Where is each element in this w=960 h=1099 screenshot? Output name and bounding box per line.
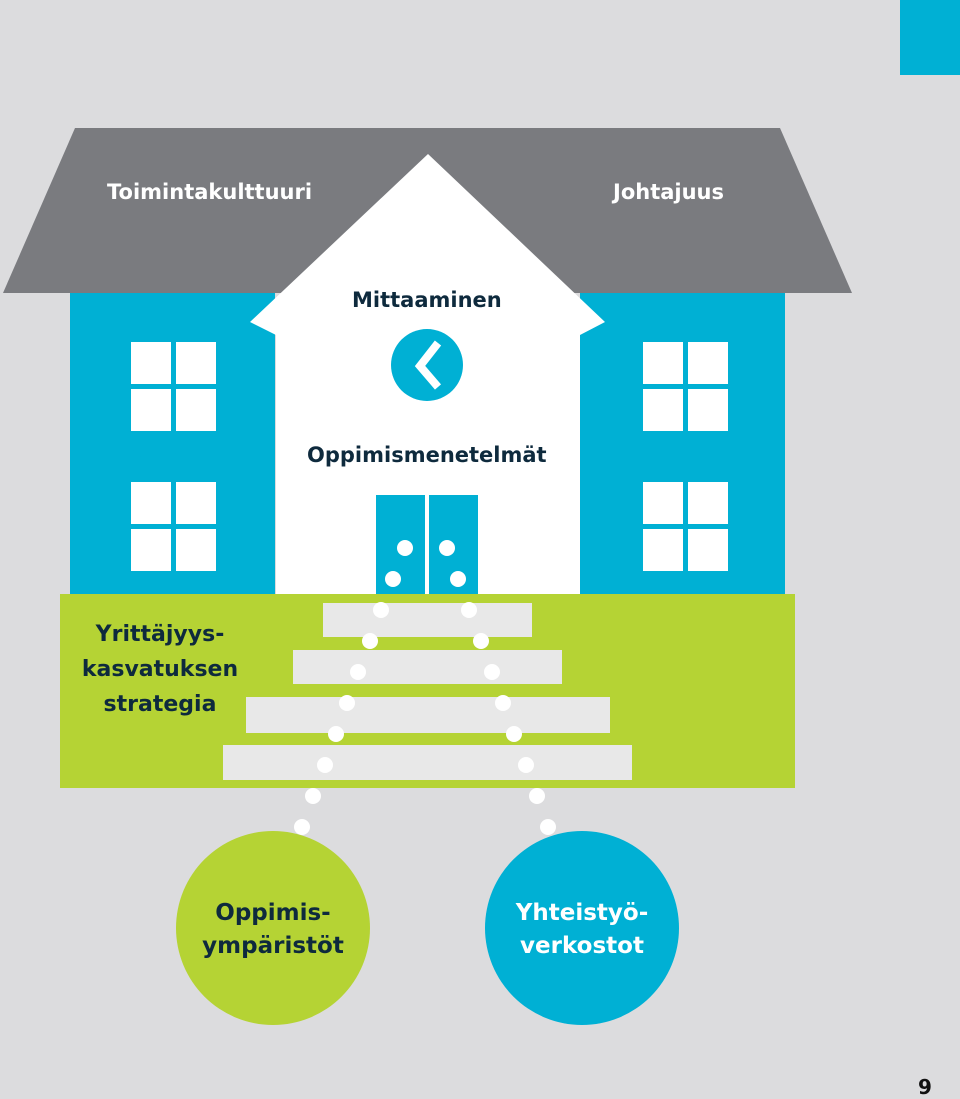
label-oppimisymparistot-line1: Oppimis- [183,897,363,930]
label-oppimismenetelmat: Oppimismenetelmät [307,443,547,468]
label-sisallot: Sisällöt [127,445,219,471]
label-mittaaminen: Mittaaminen [352,288,502,313]
label-oppimisymparistot-line2: ympäristöt [183,930,363,963]
corner-accent [900,0,960,75]
label-yhteistyoverkostot-line2: verkostot [492,930,672,963]
chevron-left-icon [391,329,463,401]
page-number: 9 [918,1075,932,1099]
label-toimintakulttuuri: Toimintakulttuuri [107,180,312,205]
label-strategia-line2: kasvatuksen [70,652,250,687]
label-strategia-line3: strategia [70,687,250,722]
label-oppimisymparistot: Oppimis- ympäristöt [183,897,363,963]
label-strategia-line1: Yrittäjyys- [70,617,250,652]
label-yhteistyoverkostot: Yhteistyö- verkostot [492,897,672,963]
label-strategia: Yrittäjyys- kasvatuksen strategia [70,617,250,722]
label-yhteistyoverkostot-line1: Yhteistyö- [492,897,672,930]
label-johtajuus: Johtajuus [613,180,724,205]
